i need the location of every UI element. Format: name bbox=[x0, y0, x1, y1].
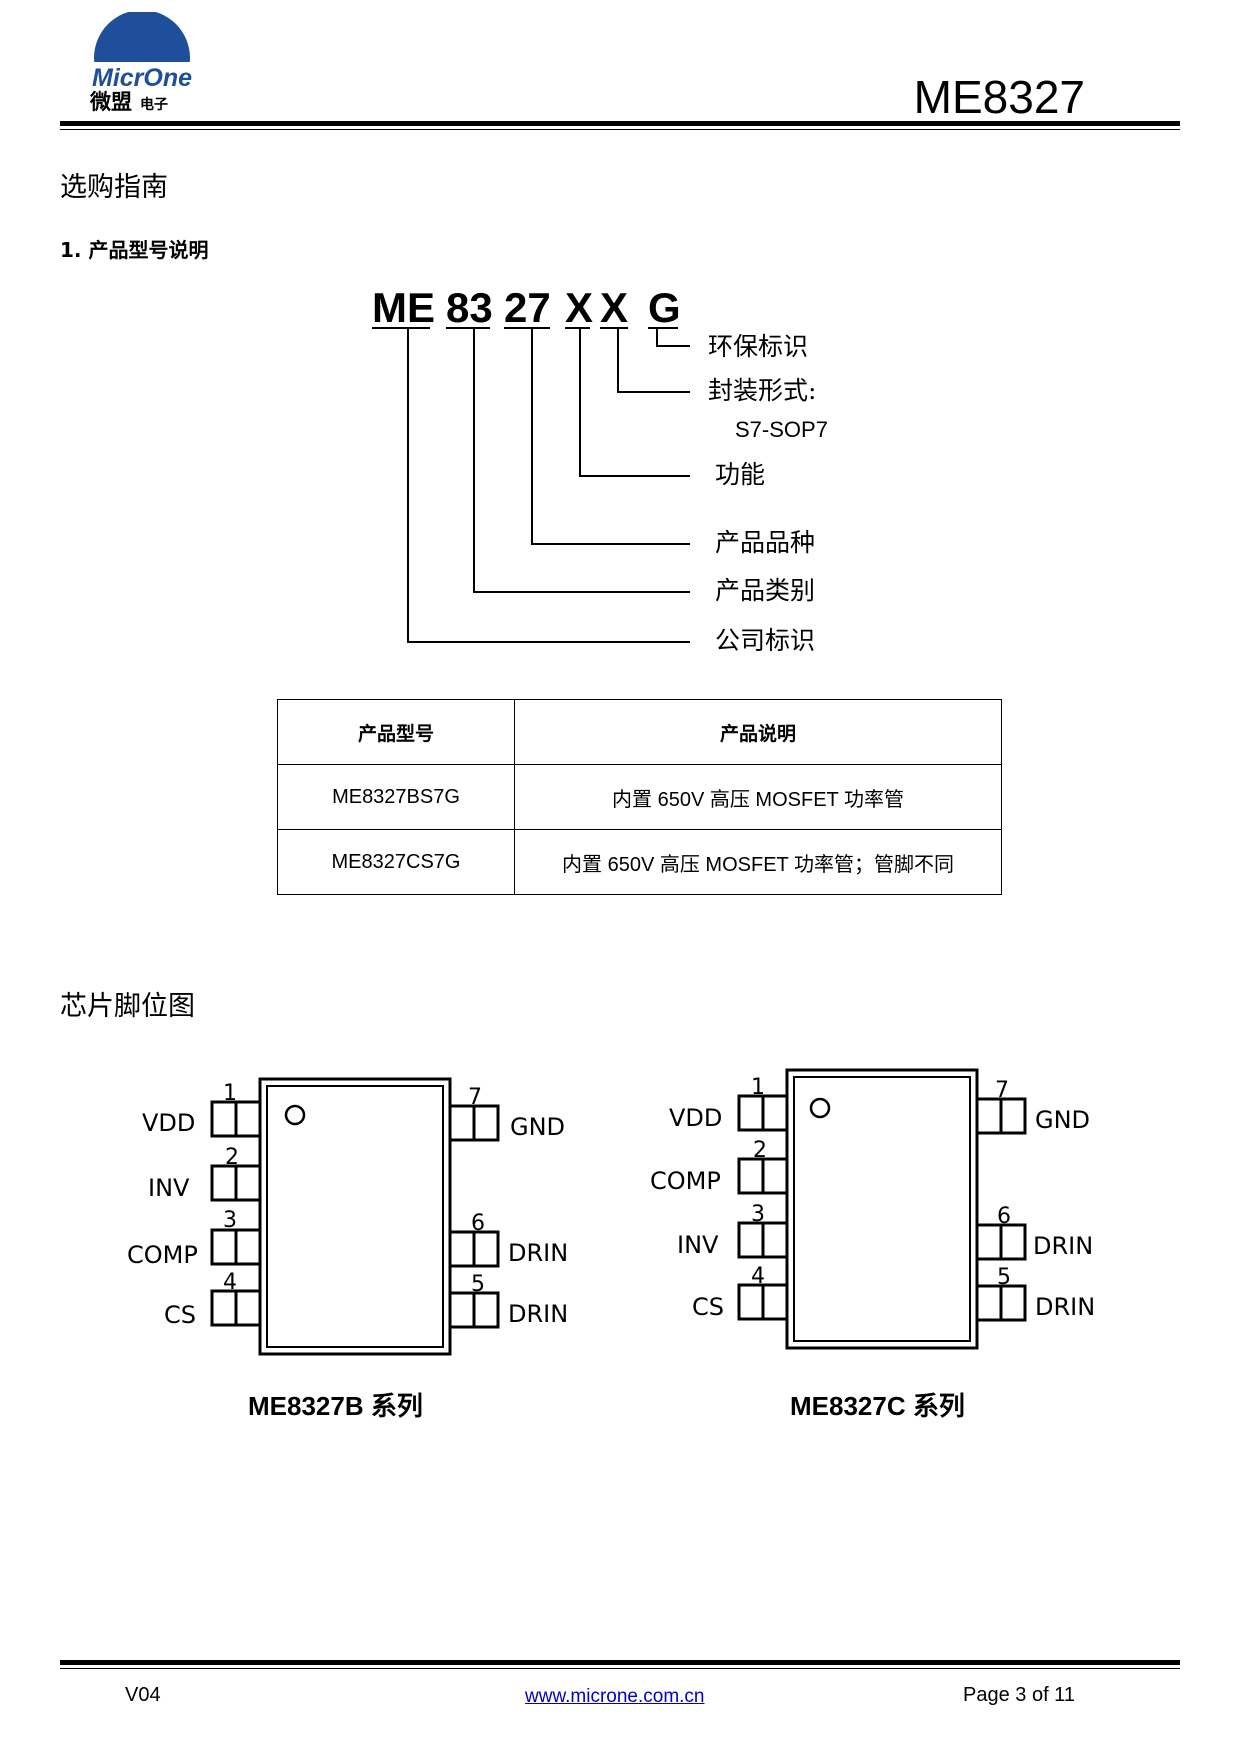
footer-rule bbox=[60, 1660, 1180, 1665]
section-title-selection-guide: 选购指南 bbox=[60, 172, 168, 203]
pin1-marker bbox=[284, 1104, 306, 1126]
pn-segment-company: ME bbox=[372, 284, 435, 331]
pn-label-package: 封装形式: bbox=[708, 376, 816, 405]
pin-label: VDD bbox=[669, 1104, 722, 1132]
pinout-caption-c: ME8327C 系列 bbox=[790, 1391, 965, 1421]
pin-number: 6 bbox=[997, 1204, 1011, 1229]
pinout-diagram-c: 1 VDD 2 COMP 3 INV 4 CS 7 GND 6 DRIN 5 D… bbox=[650, 1068, 1095, 1350]
pin-number: 7 bbox=[995, 1078, 1009, 1103]
header-rule bbox=[60, 121, 1180, 126]
header-rule-thin bbox=[60, 129, 1180, 130]
pin-number: 4 bbox=[223, 1270, 237, 1295]
pin-label: COMP bbox=[127, 1241, 198, 1269]
subsection-title-part-number: 1. 产品型号说明 bbox=[60, 238, 209, 262]
pn-label-company: 公司标识 bbox=[715, 626, 815, 655]
pin-label: VDD bbox=[142, 1109, 195, 1137]
footer-version: V04 bbox=[125, 1684, 161, 1706]
table-cell-model: ME8327CS7G bbox=[277, 829, 515, 895]
table-header-description: 产品说明 bbox=[514, 699, 1002, 765]
footer-page-number: Page 3 of 11 bbox=[963, 1684, 1075, 1706]
pin-number: 7 bbox=[468, 1085, 482, 1110]
pn-label-package-value: S7-SOP7 bbox=[735, 417, 828, 442]
pin-label: DRIN bbox=[508, 1239, 568, 1267]
logo-text-cn-small: 电子 bbox=[140, 96, 168, 112]
pin-number: 6 bbox=[471, 1211, 485, 1236]
pinout-diagram-b: 1 VDD 2 INV 3 COMP 4 CS 7 GND 6 DRIN 5 D… bbox=[127, 1077, 568, 1356]
logo-text-en: MicrOne bbox=[92, 64, 192, 92]
document-model-number: ME8327 bbox=[913, 71, 1085, 123]
pn-segment-package: X bbox=[600, 284, 628, 331]
pin-label: INV bbox=[677, 1231, 719, 1259]
pn-label-env: 环保标识 bbox=[708, 332, 808, 361]
pin-number: 5 bbox=[997, 1265, 1011, 1290]
pin-number: 2 bbox=[753, 1138, 767, 1163]
pin-label: INV bbox=[148, 1174, 190, 1202]
pn-segment-env: G bbox=[648, 284, 681, 331]
pin-label: DRIN bbox=[1033, 1232, 1093, 1260]
footer-rule-thin bbox=[60, 1668, 1180, 1669]
pin-label: GND bbox=[1035, 1106, 1090, 1134]
part-number-diagram: ME 83 27 X X G 环保标识 封装形式: 功能 产品品种 产品类别 公… bbox=[372, 284, 828, 655]
footer-website-link[interactable]: www.microne.com.cn bbox=[525, 1686, 705, 1707]
company-logo: MicrOne 微盟 电子 bbox=[84, 10, 204, 114]
pin-number: 2 bbox=[225, 1145, 239, 1170]
table-header-model: 产品型号 bbox=[277, 699, 515, 765]
table-cell-description: 内置 650V 高压 MOSFET 功率管 bbox=[514, 764, 1002, 830]
pn-segment-category: 83 bbox=[446, 284, 493, 331]
pn-label-function: 功能 bbox=[715, 460, 765, 489]
pin-label: CS bbox=[692, 1293, 724, 1321]
pin-label: CS bbox=[164, 1301, 196, 1329]
pin-number: 1 bbox=[751, 1075, 765, 1100]
pin-label: DRIN bbox=[1035, 1293, 1095, 1321]
selection-table: 产品型号 产品说明 ME8327BS7G 内置 650V 高压 MOSFET 功… bbox=[277, 699, 1002, 895]
pn-segment-variant: 27 bbox=[504, 284, 551, 331]
table-row: ME8327BS7G 内置 650V 高压 MOSFET 功率管 bbox=[277, 764, 1002, 830]
table-row: ME8327CS7G 内置 650V 高压 MOSFET 功率管；管脚不同 bbox=[277, 829, 1002, 895]
pin-number: 1 bbox=[223, 1081, 237, 1106]
section-title-pinout: 芯片脚位图 bbox=[60, 991, 195, 1022]
pn-label-category: 产品类别 bbox=[715, 576, 815, 605]
pin-label: GND bbox=[510, 1113, 565, 1141]
pin-number: 3 bbox=[223, 1208, 237, 1233]
pin-number: 3 bbox=[751, 1202, 765, 1227]
pin-number: 5 bbox=[471, 1272, 485, 1297]
pin-label: COMP bbox=[650, 1167, 721, 1195]
logo-text-cn: 微盟 bbox=[89, 90, 132, 112]
table-header-row: 产品型号 产品说明 bbox=[277, 699, 1002, 765]
table-cell-description: 内置 650V 高压 MOSFET 功率管；管脚不同 bbox=[514, 829, 1002, 895]
pn-label-variant: 产品品种 bbox=[715, 528, 815, 557]
pinout-caption-b: ME8327B 系列 bbox=[248, 1391, 423, 1421]
pin-number: 4 bbox=[751, 1264, 765, 1289]
pin1-marker bbox=[809, 1097, 831, 1119]
pn-segment-function: X bbox=[565, 284, 593, 331]
table-cell-model: ME8327BS7G bbox=[277, 764, 515, 830]
pin-label: DRIN bbox=[508, 1300, 568, 1328]
